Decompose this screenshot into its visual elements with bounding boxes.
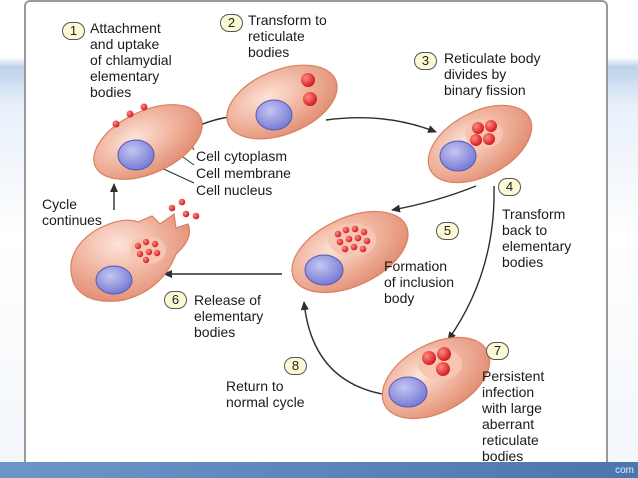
aberrant-reticulate-body: [436, 362, 450, 376]
step-5-label: Formation of inclusion body: [384, 258, 455, 306]
diagram-panel: 1 2 3 4 5 6 7 8 Attachment and uptake of…: [24, 0, 608, 476]
arrow-3-to-5: [391, 185, 477, 213]
step-1-badge: 1: [62, 22, 85, 40]
reticulate-body: [301, 73, 315, 87]
step-7-badge: 7: [486, 342, 509, 360]
aberrant-reticulate-body: [437, 347, 451, 361]
reticulate-body: [485, 120, 497, 132]
released-elementary-bodies: [168, 198, 200, 220]
slide-right-border: [608, 0, 638, 478]
step-6-badge: 6: [164, 291, 187, 309]
step-4-badge: 4: [498, 178, 521, 196]
nucleus: [95, 265, 133, 295]
watermark-text: com: [615, 465, 634, 476]
arrow-7-to-5: [300, 301, 383, 395]
cell-persistent: [381, 336, 491, 420]
cell-nucleus-label: Cell nucleus: [196, 182, 273, 198]
cycle-arrows: [110, 112, 495, 395]
aberrant-reticulate-body: [422, 351, 436, 365]
elementary-body-cluster: [134, 238, 161, 264]
step-7-label: Persistent infection with large aberrant…: [482, 368, 545, 464]
elementary-body-cluster: [334, 225, 371, 253]
reticulate-body: [483, 133, 495, 145]
nucleus: [117, 139, 155, 171]
elementary-body: [140, 103, 148, 111]
step-8-badge: 8: [284, 357, 307, 375]
step-6-label: Release of elementary bodies: [194, 292, 264, 340]
step-8-label: Return to normal cycle: [226, 378, 305, 410]
elementary-body: [112, 120, 120, 128]
nucleus: [304, 254, 344, 286]
step-2-badge: 2: [220, 14, 243, 32]
cycle-continues-label: Cycle continues: [42, 196, 102, 228]
arrow-2-to-3: [325, 117, 437, 133]
cell-binary-fission: [427, 104, 533, 184]
cell-membrane-label: Cell membrane: [196, 165, 291, 181]
cell-release: [70, 198, 200, 302]
nucleus: [439, 140, 477, 172]
arrow-3-to-7: [447, 185, 495, 341]
nucleus: [255, 99, 293, 131]
step-2-label: Transform to reticulate bodies: [248, 12, 327, 60]
elementary-body: [126, 110, 134, 118]
reticulate-body: [472, 122, 484, 134]
step-1-label: Attachment and uptake of chlamydial elem…: [90, 20, 172, 100]
chlamydia-life-cycle-diagram: [70, 64, 533, 420]
step-5-badge: 5: [436, 222, 459, 240]
step-4-label: Transform back to elementary bodies: [502, 206, 572, 270]
cell-attachment: [93, 103, 203, 180]
step-3-badge: 3: [414, 52, 437, 70]
cell-reticulate: [226, 64, 338, 140]
reticulate-body: [470, 134, 482, 146]
slide-left-border: [0, 0, 24, 478]
step-3-label: Reticulate body divides by binary fissio…: [444, 50, 541, 98]
cell-inclusion-body: [291, 210, 409, 294]
slide-footer-bar: com: [0, 462, 638, 478]
reticulate-body: [303, 92, 317, 106]
cell-cytoplasm-label: Cell cytoplasm: [196, 148, 288, 164]
nucleus: [388, 376, 428, 408]
